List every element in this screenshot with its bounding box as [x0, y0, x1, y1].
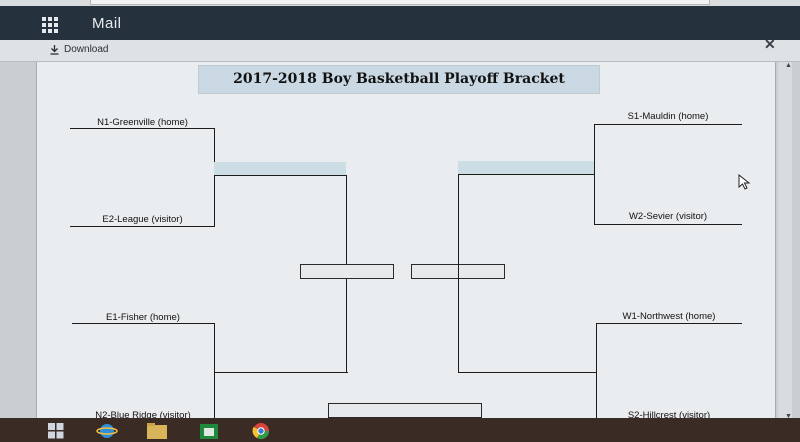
taskbar: [0, 418, 800, 442]
left-team-3-line: [72, 323, 215, 324]
close-icon[interactable]: ✕: [764, 36, 776, 52]
download-button[interactable]: Download: [50, 44, 108, 55]
champion-slot: [328, 403, 482, 418]
left-finalist-slot: [300, 264, 394, 279]
download-icon: [50, 44, 59, 55]
taskbar-chrome[interactable]: [250, 422, 272, 440]
left-team-3: E1-Fisher (home): [106, 312, 180, 323]
taskbar-file-explorer[interactable]: [146, 422, 168, 440]
store-icon: [200, 424, 218, 439]
mail-header-bar: Mail: [0, 6, 800, 40]
right-team-1-line: [594, 124, 742, 125]
left-team-2: E2-League (visitor): [102, 214, 183, 225]
internet-explorer-icon: [96, 424, 118, 438]
right-team-3: W1-Northwest (home): [622, 311, 716, 322]
right-semi-connector: [458, 174, 459, 373]
left-team-4: N2-Blue Ridge (visitor): [95, 410, 191, 421]
bracket-title: 2017-2018 Boy Basketball Playoff Bracket: [233, 71, 565, 87]
address-strip: [90, 0, 710, 5]
attachment-preview: [36, 62, 776, 442]
right-upper-winner-highlight: [458, 161, 594, 174]
right-lower-connector: [596, 323, 597, 418]
taskbar-internet-explorer[interactable]: [96, 422, 118, 440]
left-team-2-line: [70, 226, 215, 227]
left-lower-connector: [214, 323, 215, 418]
right-lower-winner-line: [458, 372, 596, 373]
left-team-1-line: [70, 128, 215, 129]
right-team-1: S1-Mauldin (home): [627, 111, 709, 122]
scroll-down-arrow-icon[interactable]: ▼: [785, 413, 792, 420]
taskbar-store[interactable]: [198, 422, 220, 440]
download-label: Download: [64, 44, 109, 55]
bracket-title-box: 2017-2018 Boy Basketball Playoff Bracket: [198, 65, 600, 94]
attachment-toolbar: Download: [0, 40, 800, 62]
scroll-up-arrow-icon[interactable]: ▲: [785, 62, 792, 69]
left-upper-winner-highlight: [214, 162, 346, 175]
right-team-3-line: [596, 323, 742, 324]
folder-icon: [147, 423, 167, 439]
start-button[interactable]: [48, 423, 70, 441]
right-team-2: W2-Sevier (visitor): [628, 211, 708, 222]
app-title: Mail: [92, 15, 122, 32]
mouse-pointer-icon: [738, 174, 751, 190]
right-team-2-line: [594, 224, 742, 225]
chrome-icon: [252, 423, 270, 440]
left-upper-winner-line: [214, 175, 346, 176]
left-team-1: N1-Greenville (home): [97, 117, 188, 128]
scrollbar[interactable]: [778, 62, 792, 418]
browser-top-strip: [0, 0, 800, 6]
windows-logo-icon: [48, 423, 64, 439]
right-team-4: S2-Hillcrest (visitor): [627, 410, 711, 421]
waffle-icon[interactable]: [34, 15, 64, 33]
right-upper-winner-line: [458, 174, 595, 175]
left-lower-winner-line: [214, 372, 348, 373]
left-upper-connector: [214, 128, 215, 227]
